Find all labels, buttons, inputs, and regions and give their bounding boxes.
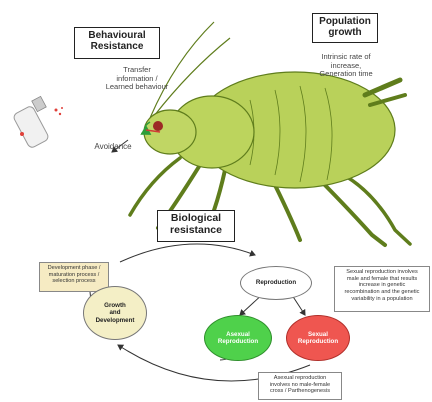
spray-bottle-icon — [12, 96, 63, 149]
behavioural-resistance-box: Behavioural Resistance — [74, 27, 160, 59]
growth-development-node: Growth and Development — [83, 286, 147, 340]
asexual-reproduction-note: Asexual reproduction involves no male-fe… — [258, 372, 342, 400]
population-growth-box: Population growth — [312, 13, 378, 43]
population-note: Intrinsic rate of increase, Generation t… — [298, 53, 394, 79]
development-note: Development phase / maturation process /… — [39, 262, 109, 292]
behavioural-note: Transfer information / Learned behaviour — [92, 66, 182, 92]
sexual-reproduction-node: Sexual Reproduction — [286, 315, 350, 361]
avoidance-label: Avoidance — [88, 142, 138, 151]
sexual-reproduction-note: Sexual reproduction involves male and fe… — [334, 266, 430, 312]
reproduction-node: Reproduction — [240, 266, 312, 300]
asexual-reproduction-node: Asexual Reproduction — [204, 315, 272, 361]
biological-resistance-box: Biological resistance — [157, 210, 235, 242]
